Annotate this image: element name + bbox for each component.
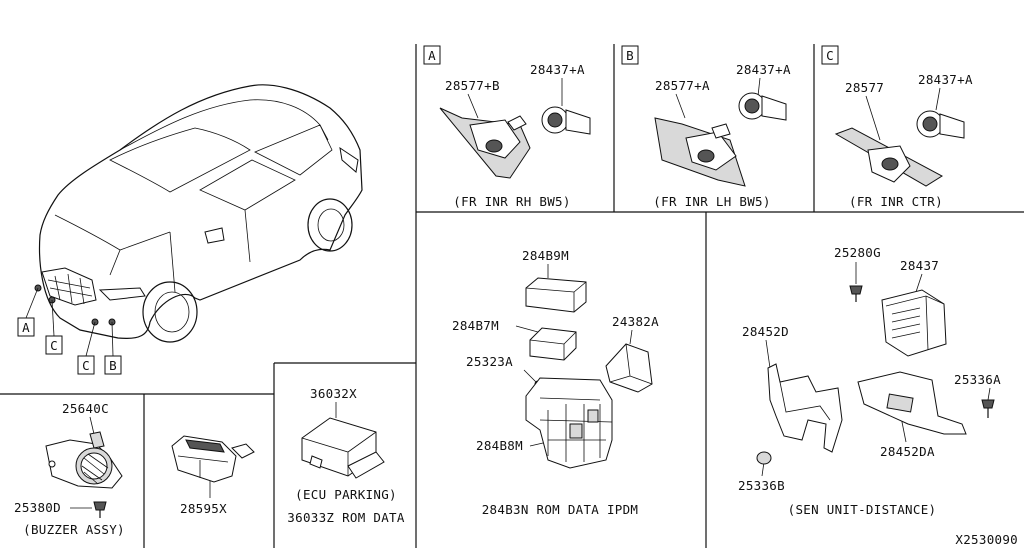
sen-unit-caption: (SEN UNIT-DISTANCE) [788, 502, 937, 517]
svg-text:A: A [22, 320, 30, 335]
ecu-caption: (ECU PARKING) [295, 487, 397, 502]
switch-section: 28595X [171, 435, 255, 516]
ecu-section: 36032X [301, 386, 385, 479]
overview-callout-leaders [25, 287, 114, 357]
panel-b-letter: B [626, 48, 634, 63]
part-label: 28437+A [918, 72, 973, 87]
callout-box-b: B [104, 355, 122, 375]
part-label: 284B9M [522, 248, 569, 263]
part-label: 25640C [62, 401, 109, 416]
part-label: 28452D [742, 324, 789, 339]
panel-a-caption: (FR INR RH BW5) [453, 194, 570, 209]
panel-b: B 28577+A 28437+A [621, 45, 791, 187]
panel-c-letter-box [821, 45, 839, 65]
panel-a-letter: A [428, 48, 436, 63]
bracket-icon [767, 363, 843, 453]
ipdm-caption: 284B3N ROM DATA IPDM [482, 502, 639, 517]
screw-icon [93, 501, 107, 511]
ipdm-frame-icon [525, 377, 613, 469]
control-module-icon [529, 327, 577, 361]
panel-dividers [0, 44, 1024, 548]
part-label: 25336A [954, 372, 1001, 387]
ecu-rom-data: 36033Z ROM DATA [287, 510, 405, 525]
panel-c-caption: (FR INR CTR) [849, 194, 943, 209]
part-label: 28577 [845, 80, 884, 95]
ipdm-section: 284B9M 284B7M 24382A 25323A 284B8M [452, 248, 659, 469]
control-module-icon [525, 277, 587, 313]
figure-id: X2530090 [955, 532, 1018, 547]
sensor-unit-icon [881, 289, 947, 357]
part-label: 28577+B [445, 78, 500, 93]
part-label: 284B7M [452, 318, 499, 333]
svg-text:C: C [50, 338, 58, 353]
part-label: 28577+A [655, 78, 710, 93]
part-label: 284B8M [476, 438, 523, 453]
buzzer-caption: (BUZZER ASSY) [23, 522, 125, 537]
part-label: 28437 [900, 258, 939, 273]
panel-c: C 28577 28437+A [821, 45, 973, 187]
part-label: 25336B [738, 478, 785, 493]
part-label: 25380D [14, 500, 61, 515]
callout-box-c-2: C [77, 355, 95, 375]
callout-box-c-1: C [45, 335, 63, 355]
buzzer-section: 25640C 25380D [14, 401, 123, 518]
screw-icon [849, 285, 863, 295]
svg-text:C: C [82, 358, 90, 373]
part-label: 28595X [180, 501, 227, 516]
part-label: 28452DA [880, 444, 935, 459]
panel-b-caption: (FR INR LH BW5) [653, 194, 770, 209]
callout-box-a: A [17, 317, 35, 337]
part-label: 28437+A [530, 62, 585, 77]
part-label: 28437+A [736, 62, 791, 77]
part-label: 36032X [310, 386, 357, 401]
panel-c-letter: C [826, 48, 834, 63]
clip-icon [756, 451, 772, 465]
bolt-icon [981, 399, 995, 409]
panel-a-letter-box [423, 45, 441, 65]
part-label: 25323A [466, 354, 513, 369]
vehicle-illustration [34, 84, 363, 343]
panel-b-letter-box [621, 45, 639, 65]
part-label: 24382A [612, 314, 659, 329]
svg-text:B: B [109, 358, 117, 373]
sen-unit-section: 25280G 28437 28452D 25336A 28452DA 25336… [738, 245, 1001, 493]
part-label: 25280G [834, 245, 881, 260]
panel-a: A 28577+B 28437+A [423, 45, 591, 179]
